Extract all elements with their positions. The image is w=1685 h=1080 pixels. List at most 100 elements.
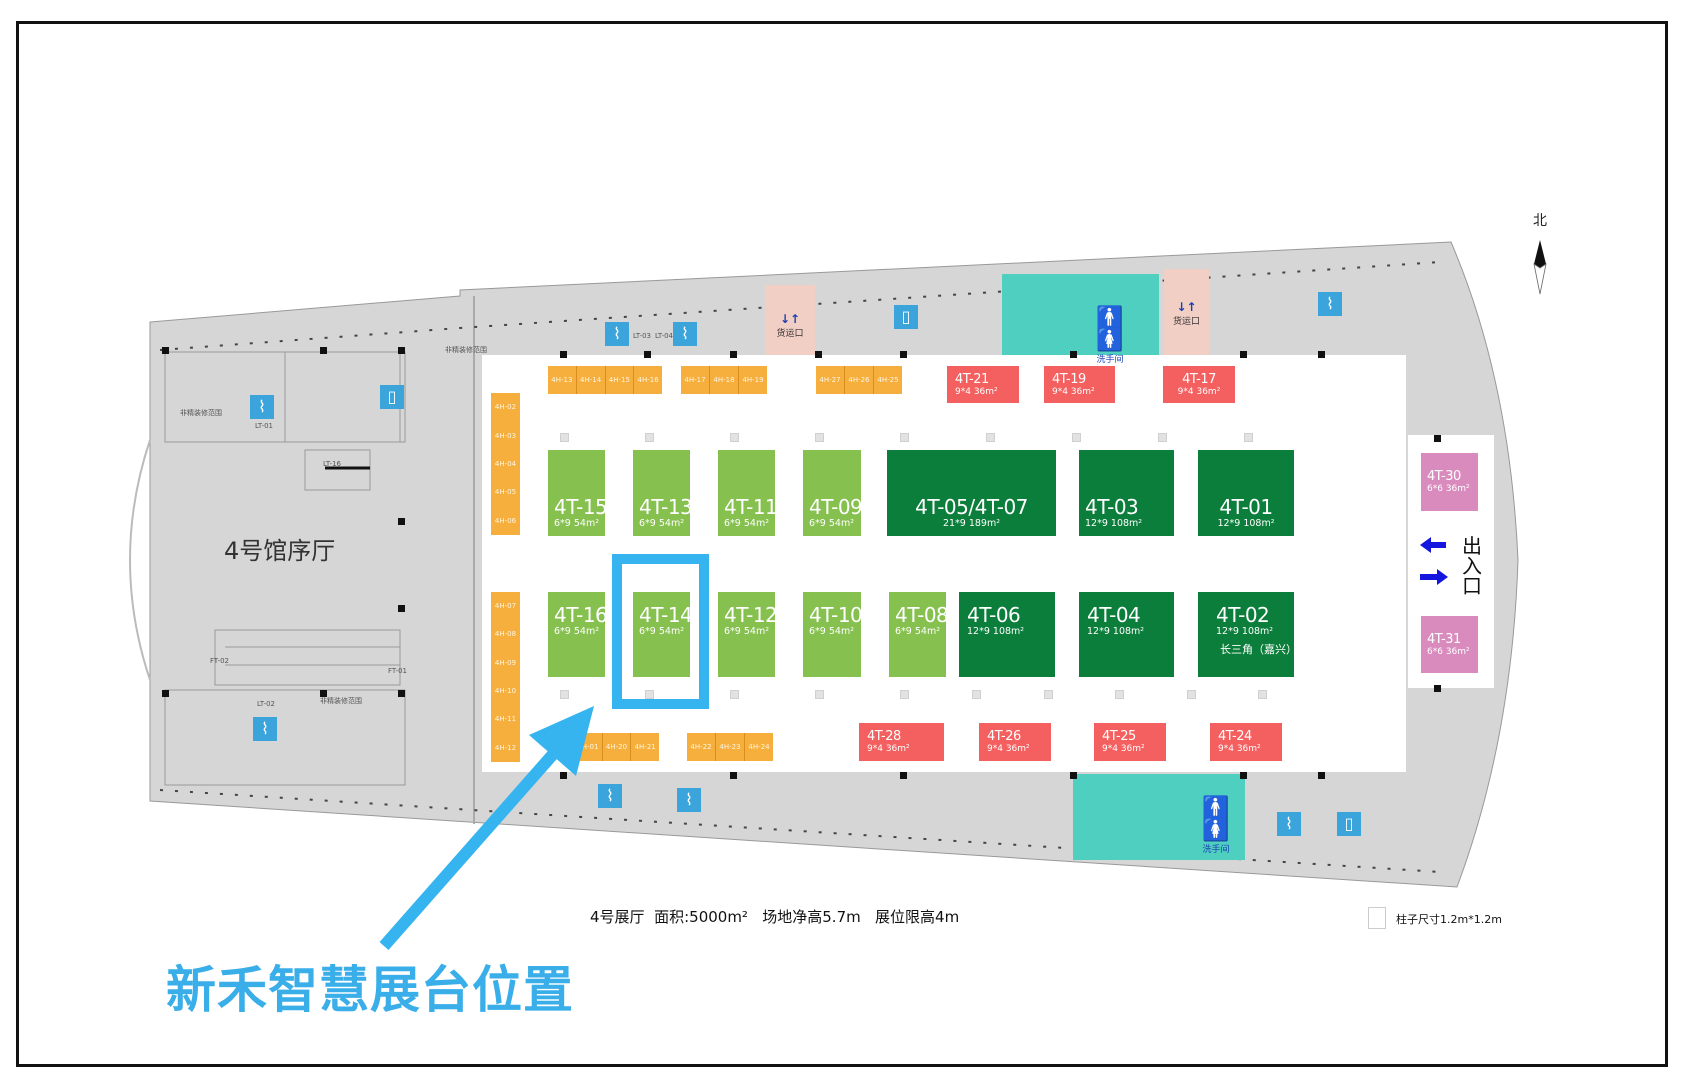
booth-id: 4T-06 <box>967 603 1021 627</box>
shell-booth[interactable]: 4H-19 <box>738 366 767 394</box>
shell-booth-group: 4H-07 4H-08 4H-09 4H-10 4H-11 4H-12 <box>491 592 520 762</box>
shell-booth[interactable]: 4H-06 <box>494 516 517 525</box>
hall-pillar <box>900 690 909 699</box>
column <box>900 351 907 358</box>
shell-booth[interactable]: 4H-22 <box>690 743 712 751</box>
hall-name: 4号展厅 <box>590 908 645 926</box>
shell-booth[interactable]: 4H-03 <box>494 431 517 440</box>
booth-id: 4T-12 <box>724 603 778 627</box>
up-down-arrows-icon: ↓↑ <box>1176 300 1197 314</box>
shell-booth[interactable]: 4H-09 <box>494 658 517 667</box>
shell-booth[interactable]: 4H-04 <box>494 460 517 469</box>
booth-dims: 9*4 36m² <box>1052 386 1095 397</box>
hall-pillar <box>815 433 824 442</box>
shell-booth[interactable]: 4H-12 <box>494 743 517 752</box>
booth-dims: 9*4 36m² <box>867 744 910 754</box>
stair-label: LT-04 <box>655 332 674 340</box>
shell-booth[interactable]: 4H-16 <box>633 366 662 394</box>
stair-icon: ⌇ <box>250 395 274 419</box>
column <box>1240 772 1247 779</box>
column <box>815 351 822 358</box>
booth-dims: 6*9 54m² <box>639 626 685 637</box>
hall-pillar <box>986 433 995 442</box>
shell-booth[interactable]: 4H-13 <box>551 376 573 384</box>
shell-booth[interactable]: 4H-26 <box>844 366 873 394</box>
column <box>162 690 169 697</box>
pillar-legend-icon <box>1368 907 1386 929</box>
shell-booth[interactable]: 4H-24 <box>744 733 773 761</box>
elevator-icon: ▯ <box>894 305 918 329</box>
shell-booth[interactable]: 4H-21 <box>630 733 659 761</box>
shell-booth[interactable]: 4H-20 <box>601 733 631 761</box>
shell-booth-group: 4H-02 4H-03 4H-04 4H-05 4H-06 <box>491 393 520 535</box>
shell-booth[interactable]: 4H-27 <box>819 376 841 384</box>
shell-booth[interactable]: 4H-15 <box>604 366 634 394</box>
restroom-north-area <box>1002 274 1159 355</box>
booth-id: 4T-08 <box>895 603 949 627</box>
booth-dims: 9*4 36m² <box>1177 386 1221 397</box>
booth-id: 4T-15 <box>554 495 608 519</box>
column <box>1070 772 1077 779</box>
hall-pillar <box>1187 690 1196 699</box>
shell-booth[interactable]: 4H-25 <box>873 366 902 394</box>
shell-booth[interactable]: 4H-14 <box>575 366 605 394</box>
west-entrance-canopy <box>129 439 151 681</box>
shell-booth[interactable]: 4H-10 <box>494 687 517 696</box>
column <box>1318 351 1325 358</box>
shell-booth[interactable]: 4H-02 <box>494 403 517 412</box>
booth-id: 4T-14 <box>639 603 693 627</box>
booth-id: 4T-25 <box>1102 729 1136 744</box>
freight-east-area <box>1164 269 1209 355</box>
shell-booth[interactable]: 4H-11 <box>494 715 517 724</box>
column <box>730 351 737 358</box>
hall-area: 面积:5000m² <box>654 908 748 926</box>
shell-booth[interactable]: 4H-23 <box>715 733 744 761</box>
stair-lt16 <box>304 449 371 491</box>
shell-booth[interactable]: 4H-01 <box>577 743 599 751</box>
shell-booth[interactable]: 4H-05 <box>494 488 517 497</box>
freight-entrance-west: ↓↑货运口 <box>765 312 815 339</box>
shell-booth[interactable]: 4H-17 <box>684 376 706 384</box>
stair-label: LT-03 <box>633 332 652 340</box>
hall-pillar <box>815 690 824 699</box>
shell-booth[interactable]: 4H-08 <box>494 630 517 639</box>
booth-dims: 12*9 108m² <box>1085 518 1143 529</box>
stair-label: LT-01 <box>255 422 274 430</box>
booth-id: 4T-09 <box>809 495 863 519</box>
highlight-box <box>612 554 709 709</box>
stair-icon: ⌇ <box>1318 292 1342 316</box>
hall-pillar <box>645 690 654 699</box>
exit-arrow-icon <box>1420 537 1446 553</box>
shell-booth[interactable]: 4H-18 <box>709 366 738 394</box>
booth-dims: 9*4 36m² <box>955 386 998 397</box>
column <box>730 772 737 779</box>
shell-booth[interactable]: 4H-07 <box>494 602 517 611</box>
booth-dims: 21*9 189m² <box>942 518 1001 529</box>
booth-dims: 6*9 54m² <box>554 518 600 529</box>
